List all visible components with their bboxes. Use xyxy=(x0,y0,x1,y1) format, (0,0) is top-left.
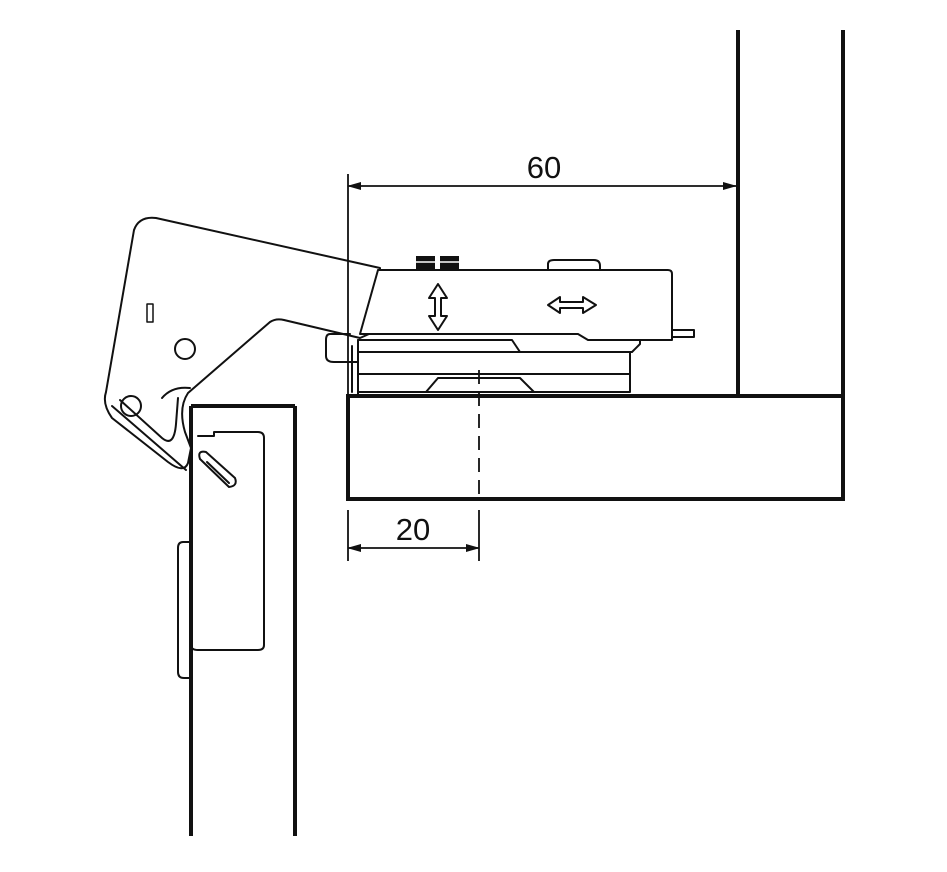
adjustment-screw-icon xyxy=(416,256,459,269)
cabinet-base-panel xyxy=(346,394,845,501)
dimension-20-label: 20 xyxy=(396,512,430,547)
dimension-60-label: 60 xyxy=(527,150,561,185)
hinge-cup xyxy=(177,431,265,679)
vertical-adjust-arrow-icon xyxy=(428,283,448,331)
cabinet-side-panel xyxy=(736,30,845,396)
dimension-60: 60 xyxy=(347,150,737,396)
door-panel xyxy=(189,404,297,836)
hinge-mounting-plate xyxy=(325,256,695,397)
hinge-arm xyxy=(103,216,381,471)
dimension-20: 20 xyxy=(347,510,480,561)
horizontal-adjust-arrow-icon xyxy=(547,296,597,314)
